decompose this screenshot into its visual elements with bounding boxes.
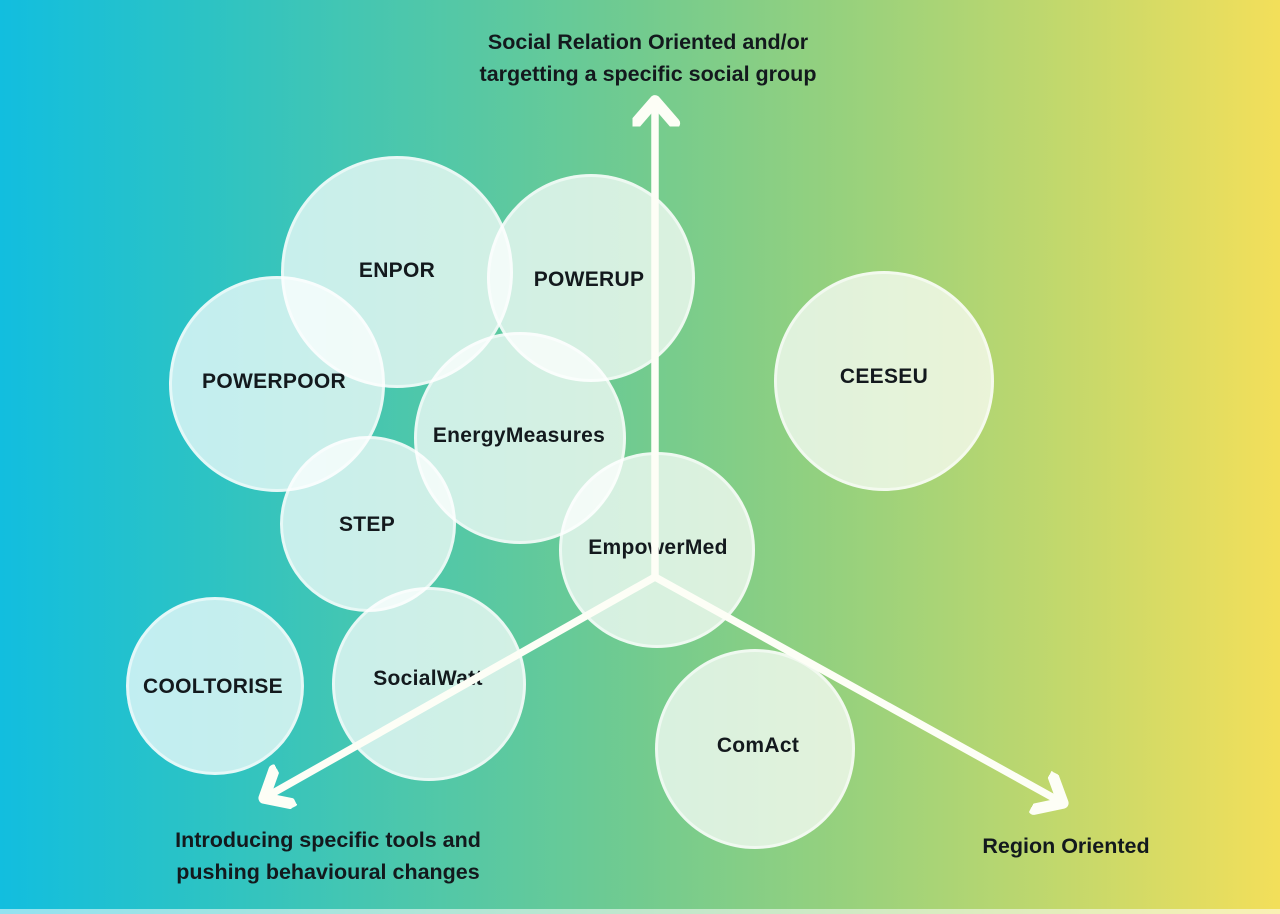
bubble-label: STEP: [338, 513, 396, 536]
bubble-label: ENPOR: [358, 259, 436, 282]
bubble-label: POWERPOOR: [202, 370, 346, 393]
axis-label-social-relation: Social Relation Oriented and/or targetti…: [480, 26, 817, 91]
axis-label-line: targetting a specific social group: [479, 62, 817, 87]
axis-label-tools-behaviour: Introducing specific tools and pushing b…: [175, 824, 481, 889]
bubble-label: EnergyMeasures: [432, 424, 606, 447]
bubble-label: CEESEU: [839, 365, 929, 388]
axis-label-line: pushing behavioural changes: [176, 860, 480, 885]
axis-label-line: Social Relation Oriented and/or: [487, 30, 809, 54]
bottom-edge-strip: [0, 909, 1280, 914]
axis-label-region-oriented: Region Oriented: [982, 830, 1149, 862]
axis-label-line: Region Oriented: [982, 834, 1150, 858]
bubble-label: COOLTORISE: [143, 675, 283, 698]
bubble-ceeseu: CEESEU: [774, 271, 994, 491]
axis-label-line: Introducing specific tools and: [175, 828, 481, 852]
bubble-label: POWERUP: [533, 268, 645, 291]
